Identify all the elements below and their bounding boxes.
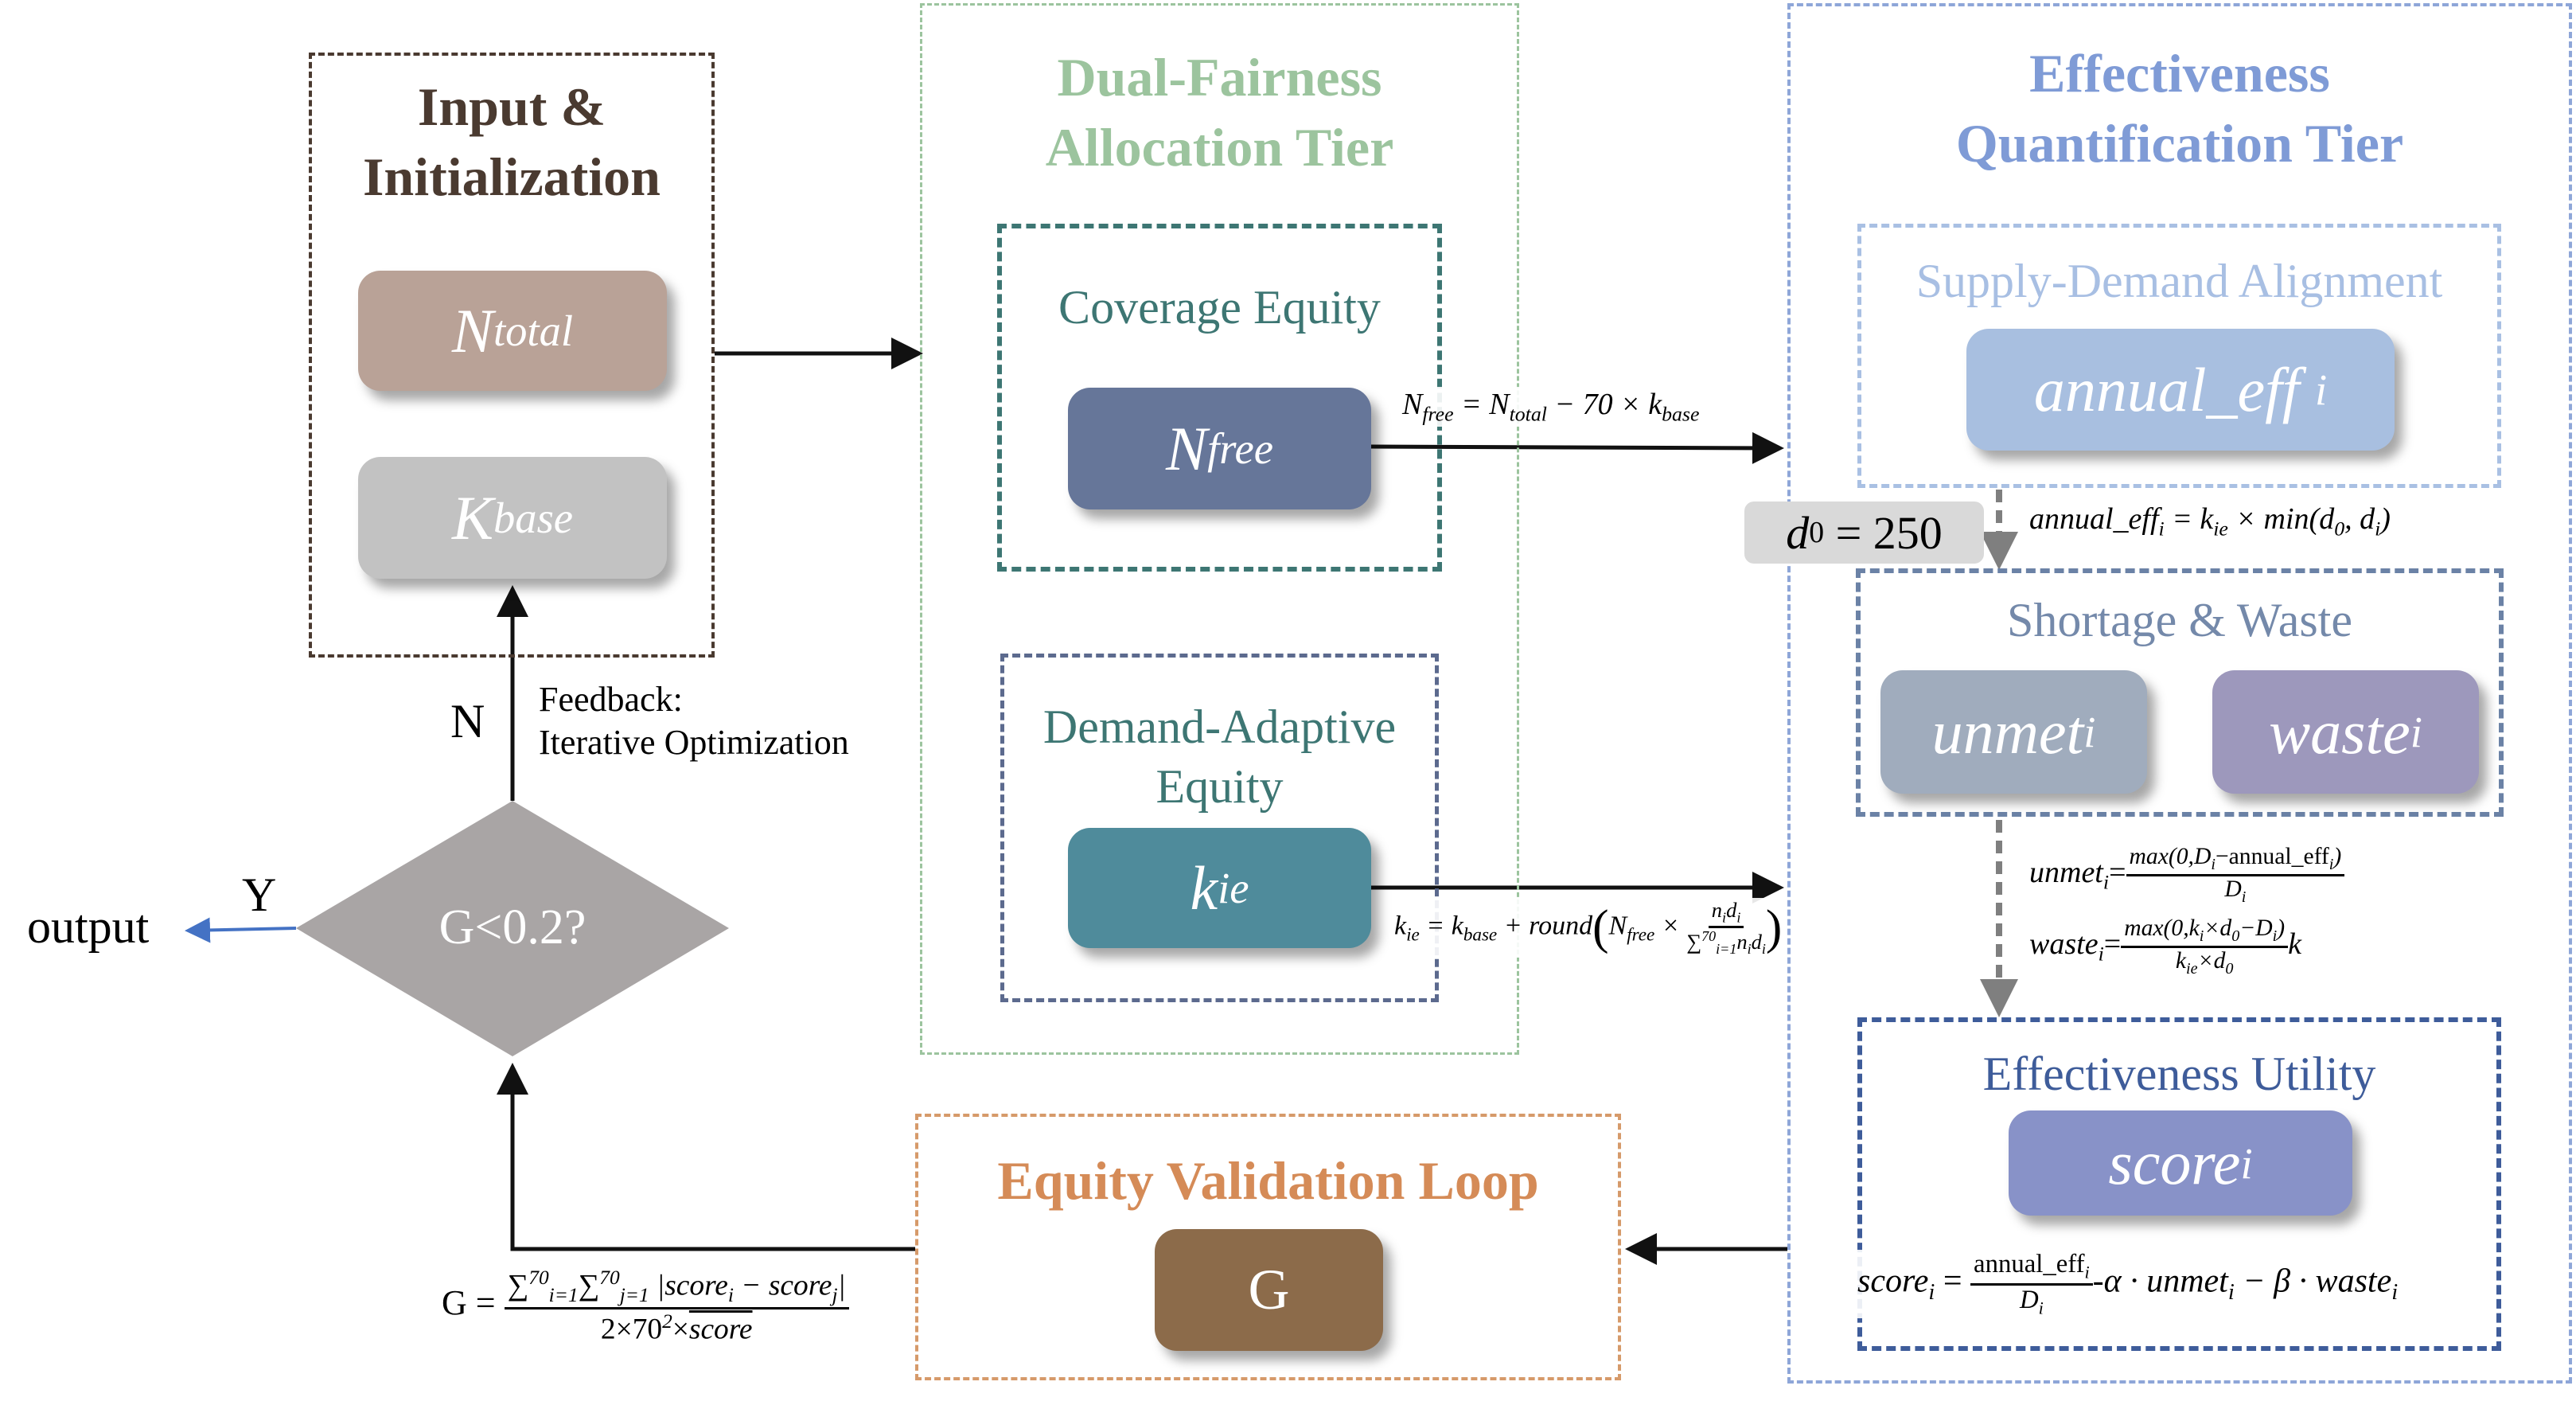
allocation-tier-title: Dual-Fairness Allocation Tier: [1045, 47, 1394, 178]
arrow-decision-to-output: [185, 917, 297, 943]
validation-loop-title: Equity Validation Loop: [997, 1150, 1539, 1211]
decision-condition: G<0.2?: [438, 900, 587, 954]
arrow-validation-to-decision: [497, 1063, 915, 1251]
input-tier-title: Input & Initialization: [362, 76, 661, 208]
unmet-formula: unmeti=max(0,Di−annual_effi)Di: [2029, 844, 2345, 907]
output-label: output: [27, 900, 150, 953]
k-ie-formula: kie = kbase + round(Nfree × nidi∑70i=1ni…: [1394, 898, 1783, 958]
decision-diamond: [296, 801, 729, 1056]
demand-adaptive-equity-box: Demand-Adaptive Equity: [1000, 654, 1439, 1002]
equity-validation-loop: Equity Validation Loop: [915, 1114, 1621, 1380]
yes-label: Y: [242, 868, 277, 921]
supply-demand-alignment-box: Supply-Demand Alignment: [1857, 224, 2501, 488]
no-label: N: [450, 695, 485, 747]
annual-eff-formula: annual_effi = kie × min(d0, di): [2029, 502, 2391, 541]
supply-demand-title: Supply-Demand Alignment: [1915, 255, 2443, 307]
effectiveness-utility-title: Effectiveness Utility: [1982, 1048, 2376, 1100]
feedback-label: Feedback: Iterative Optimization: [539, 680, 849, 762]
n-free-formula: Nfree = Ntotal − 70 × kbase: [1402, 387, 1700, 427]
effectiveness-tier-title: Effectiveness Quantification Tier: [1955, 43, 2404, 174]
dual-fairness-allocation-tier: Dual-Fairness Allocation Tier: [920, 3, 1519, 1055]
shortage-waste-title: Shortage & Waste: [2007, 594, 2352, 646]
gini-formula: G = ∑70i=1∑70j=1 |scorei − scorej|2×702×…: [442, 1266, 849, 1346]
annual-eff-node: annual_eff i: [1966, 329, 2395, 451]
effectiveness-utility-box: Effectiveness Utility: [1857, 1017, 2501, 1351]
shortage-waste-box: Shortage & Waste: [1856, 568, 2504, 817]
coverage-equity-title: Coverage Equity: [1058, 281, 1381, 334]
g-node: G: [1155, 1229, 1383, 1351]
input-initialization-tier: Input & Initialization: [309, 53, 715, 658]
effectiveness-quantification-tier: Effectiveness Quantification Tier: [1787, 3, 2572, 1384]
demand-adaptive-title: Demand-Adaptive Equity: [1042, 701, 1397, 813]
